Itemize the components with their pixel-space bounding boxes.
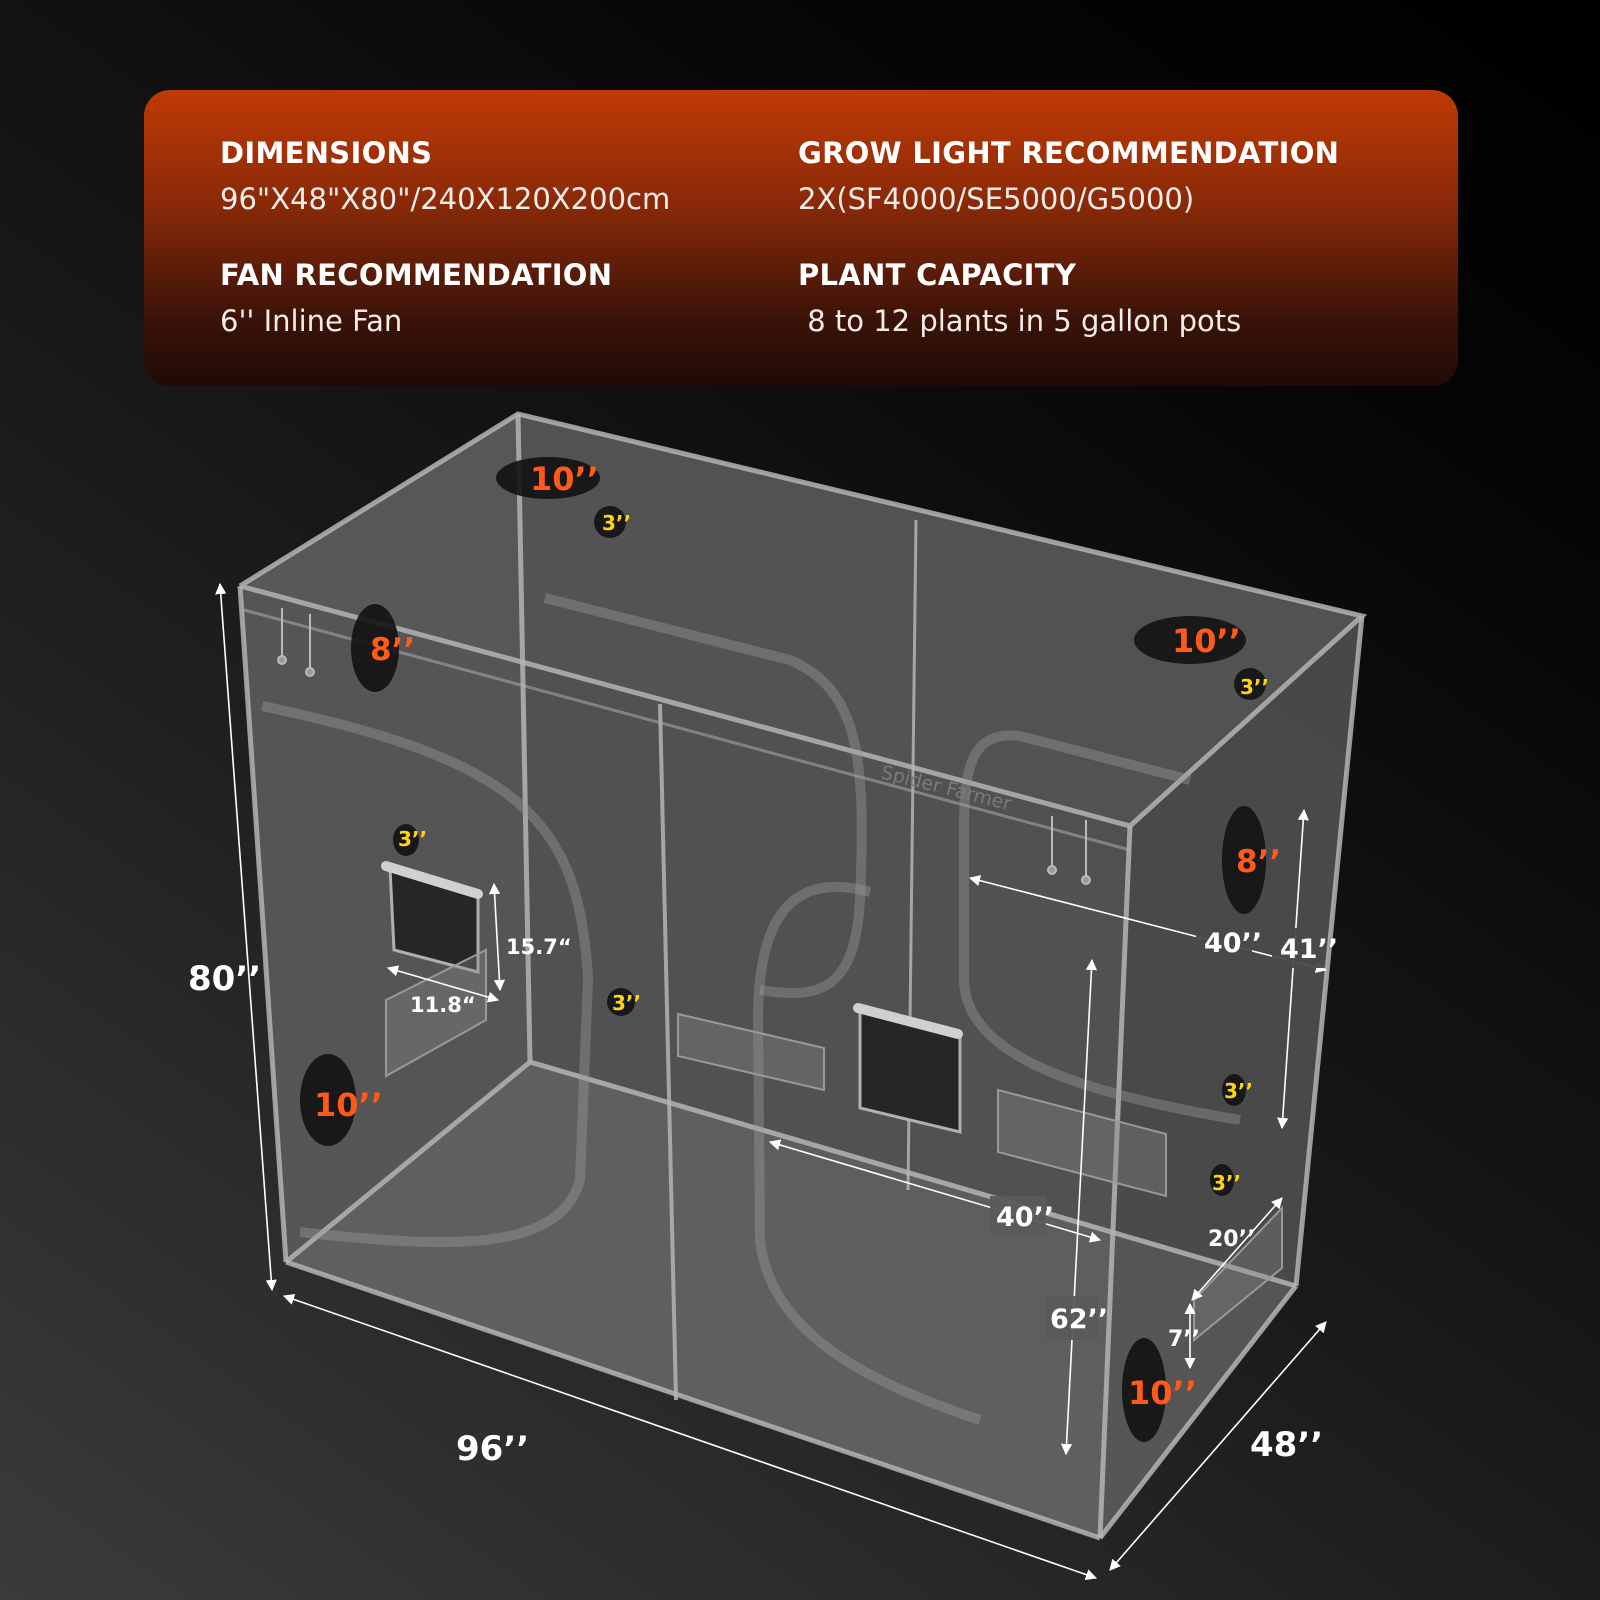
grow-light-spec: GROW LIGHT RECOMMENDATION 2X(SF4000/SE50… [798,136,1339,216]
port-back-small-label: 3’’ [612,991,641,1015]
port-right-lower-label: 10’’ [1128,1374,1197,1412]
port-left-small-label: 3’’ [398,827,427,851]
flap-width-label: 20’’ [1208,1227,1255,1252]
port-left-lower [300,1054,356,1146]
port-top-right-large-label: 10’’ [1172,622,1241,660]
side-height-arrow [1277,808,1309,1130]
left-window-rod [381,861,483,899]
tent-body [240,414,1362,1538]
port-top-right-large [1134,616,1246,664]
dimensions-title: DIMENSIONS [220,136,433,170]
measurement-arrows [215,582,1328,1580]
back-flap-left [677,1012,825,1092]
back-width-arrow [968,875,1328,973]
port-labels: 10’’ 3’’ 8’’ 3’’ 10’’ 3’’ 10’’ 3’’ 8’’ 3… [314,460,1281,1412]
port-right-small-1-label: 3’’ [1224,1079,1253,1103]
height-arrow [215,582,277,1292]
port-right-small-2-label: 3’’ [1212,1171,1241,1195]
fan-spec: FAN RECOMMENDATION 6'' Inline Fan [220,258,612,338]
plants-spec: PLANT CAPACITY 8 to 12 plants in 5 gallo… [798,258,1241,338]
depth-label: 48’’ [1250,1425,1323,1465]
door-height-arrow [1060,958,1098,1456]
port-left-upper-label: 8’’ [370,632,415,668]
back-window-rod [853,1003,963,1039]
side-height-label: 41’’ [1280,934,1338,965]
dimensions-spec: DIMENSIONS 96"X48"X80"/240X120X200cm [220,136,670,216]
flap-height-label: 7’’ [1168,1327,1200,1352]
window-height-label: 15.7“ [506,935,572,959]
port-left-upper [351,604,399,692]
length-arrow [282,1294,1098,1580]
plants-title: PLANT CAPACITY [798,258,1077,292]
port-top-left-large-label: 10’’ [530,460,599,498]
length-label: 96’’ [456,1429,529,1469]
port-top-left-small [594,506,626,538]
grow-light-value: 2X(SF4000/SE5000/G5000) [798,182,1195,216]
label-backdrops [990,920,1324,1340]
port-back-small [607,988,635,1016]
back-width-label: 40’’ [1204,928,1262,959]
height-label: 80’’ [188,959,261,999]
fan-title: FAN RECOMMENDATION [220,258,613,292]
dimension-labels: 80’’ 96’’ 48’’ 15.7“ 11.8“ 40’’ 41’’ 40’… [188,928,1338,1469]
flap-width-arrow [1191,1197,1283,1301]
door-height-label: 62’’ [1050,1304,1108,1335]
dimensions-value: 96"X48"X80"/240X120X200cm [220,182,671,216]
port-top-left-large [496,457,600,499]
port-top-right-small-label: 3’’ [1240,675,1269,699]
window-width-label: 11.8“ [410,993,476,1017]
port-right-small-2 [1210,1164,1234,1196]
port-right-upper-label: 8’’ [1236,844,1281,880]
grow-light-title: GROW LIGHT RECOMMENDATION [798,136,1340,170]
bottom-width-label: 40’’ [996,1202,1054,1233]
port-top-right-small [1234,668,1266,700]
depth-arrow [1109,1321,1327,1571]
port-top-left-small-label: 3’’ [602,511,631,535]
spec-panel: DIMENSIONS 96"X48"X80"/240X120X200cm GRO… [144,90,1458,386]
port-left-lower-label: 10’’ [314,1086,383,1124]
plants-value: 8 to 12 plants in 5 gallon pots [798,304,1242,338]
port-left-small [393,824,419,856]
window-width-arrow [386,965,500,1003]
fan-value: 6'' Inline Fan [220,304,403,338]
port-right-small-1 [1222,1074,1246,1106]
